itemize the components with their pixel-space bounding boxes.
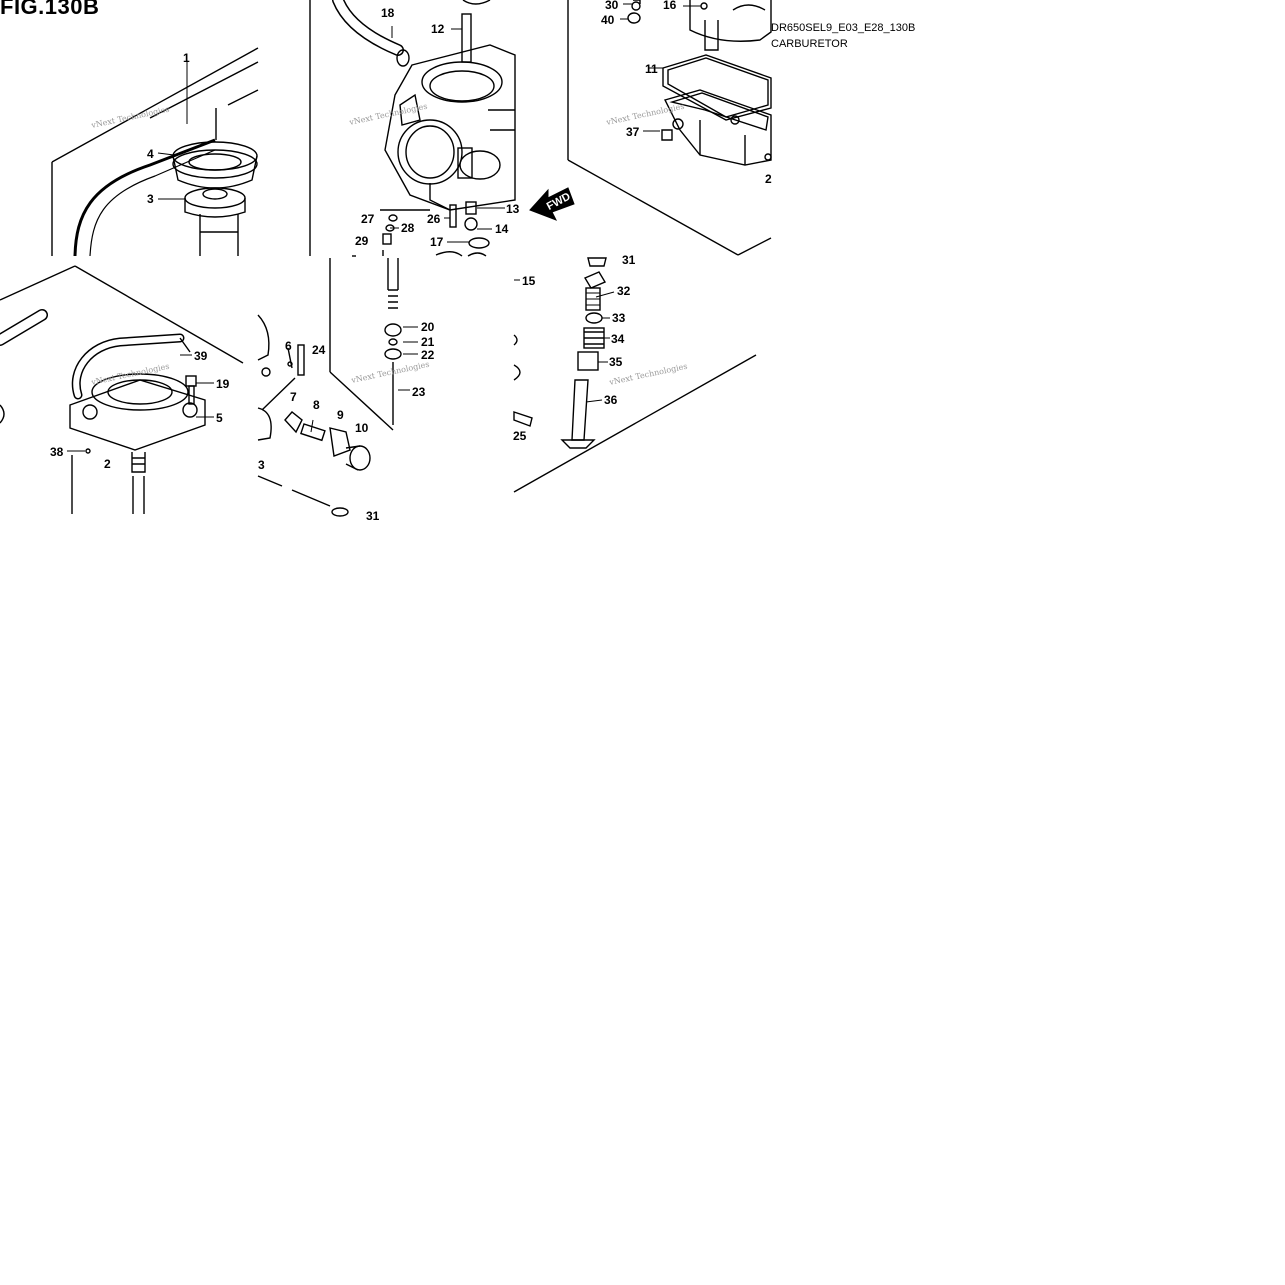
callout-label: 24 (312, 343, 326, 357)
callout-label: 25 (513, 429, 527, 443)
callout-label: 23 (412, 385, 426, 399)
callout-label: 10 (355, 421, 369, 435)
figure-title: FIG.130B (0, 0, 100, 19)
callout-label: 11 (645, 62, 658, 76)
panel-starter (257, 258, 418, 517)
callout-label: 6 (285, 339, 292, 353)
callout-label: 19 (216, 377, 230, 391)
figure-code: DR650SEL9_E03_E28_130B (771, 22, 916, 34)
callout-label: 39 (194, 349, 208, 363)
callout-label: 3 (258, 458, 265, 472)
callout-label: 18 (381, 6, 395, 20)
callout-label: 22 (421, 348, 435, 362)
callout-label: 35 (609, 355, 623, 369)
callout-label: 38 (50, 445, 64, 459)
panel-top-cap (0, 265, 244, 514)
callout-label: 21 (421, 335, 435, 349)
callout-label: 28 (401, 221, 415, 235)
callout-label: 7 (290, 390, 297, 404)
watermark-text: vNext Technologies (350, 360, 431, 386)
callout-label: 4 (147, 147, 154, 161)
callout-label: 1 (183, 51, 190, 65)
callout-label: 31 (622, 253, 636, 267)
watermark-text: vNext Technologies (90, 105, 171, 131)
panel-carburetor-body (309, 0, 516, 257)
callout-label: 27 (361, 212, 375, 226)
callout-label: 16 (663, 0, 677, 12)
panel-float-chamber (567, 0, 772, 256)
callout-label: 36 (604, 393, 618, 407)
callout-label: 33 (612, 311, 626, 325)
callout-label: 37 (626, 125, 640, 139)
callout-label: 32 (617, 284, 631, 298)
callout-label: 2 (765, 172, 772, 186)
callout-label: 34 (611, 332, 625, 346)
callout-label: 12 (431, 22, 445, 36)
forward-arrow-icon: FWD (529, 187, 575, 221)
callout-label: 8 (313, 398, 320, 412)
callout-label: 30 (605, 0, 619, 12)
callout-label: 2 (104, 457, 111, 471)
panel-throttle-screw (513, 279, 757, 493)
callout-label: 14 (495, 222, 509, 236)
callout-label: 13 (506, 202, 520, 216)
callout-label: 26 (427, 212, 441, 226)
callout-label: 17 (430, 235, 444, 249)
callout-label: 5 (216, 411, 223, 425)
callouts: 1 4 3 18 12 27 28 29 26 13 14 17 30 40 1… (50, 0, 772, 523)
callout-label: 31 (366, 509, 380, 523)
callout-label: 15 (522, 274, 536, 288)
callout-label: 40 (601, 13, 615, 27)
callout-label: 9 (337, 408, 344, 422)
callout-label: 29 (355, 234, 369, 248)
callout-label: 3 (147, 192, 154, 206)
callout-label: 20 (421, 320, 435, 334)
panel-air-intake (51, 47, 259, 257)
section-name: CARBURETOR (771, 38, 848, 50)
panel-throttle-valve (560, 257, 615, 449)
